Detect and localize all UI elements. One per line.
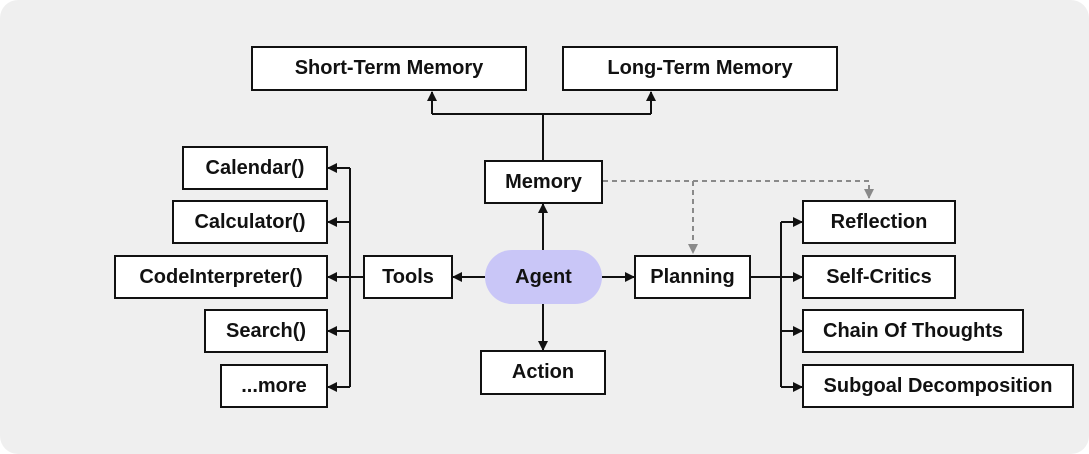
planning-item-reflection: Reflection xyxy=(802,200,956,244)
tool-item-codeinterpreter: CodeInterpreter() xyxy=(114,255,328,299)
memory-node: Memory xyxy=(484,160,603,204)
tool-item-search: Search() xyxy=(204,309,328,353)
tool-item-calendar: Calendar() xyxy=(182,146,328,190)
tool-item-more: ...more xyxy=(220,364,328,408)
long-term-memory-node: Long-Term Memory xyxy=(562,46,838,91)
short-term-memory-node: Short-Term Memory xyxy=(251,46,527,91)
tool-item-calculator: Calculator() xyxy=(172,200,328,244)
action-node: Action xyxy=(480,350,606,395)
dashed-memory-to-reflection xyxy=(603,180,874,199)
tools-node: Tools xyxy=(363,255,453,299)
planning-item-subgoal-decomposition: Subgoal Decomposition xyxy=(802,364,1074,408)
planning-item-chain-of-thoughts: Chain Of Thoughts xyxy=(802,309,1024,353)
planning-item-self-critics: Self-Critics xyxy=(802,255,956,299)
agent-node: Agent xyxy=(485,250,602,304)
planning-node: Planning xyxy=(634,255,751,299)
